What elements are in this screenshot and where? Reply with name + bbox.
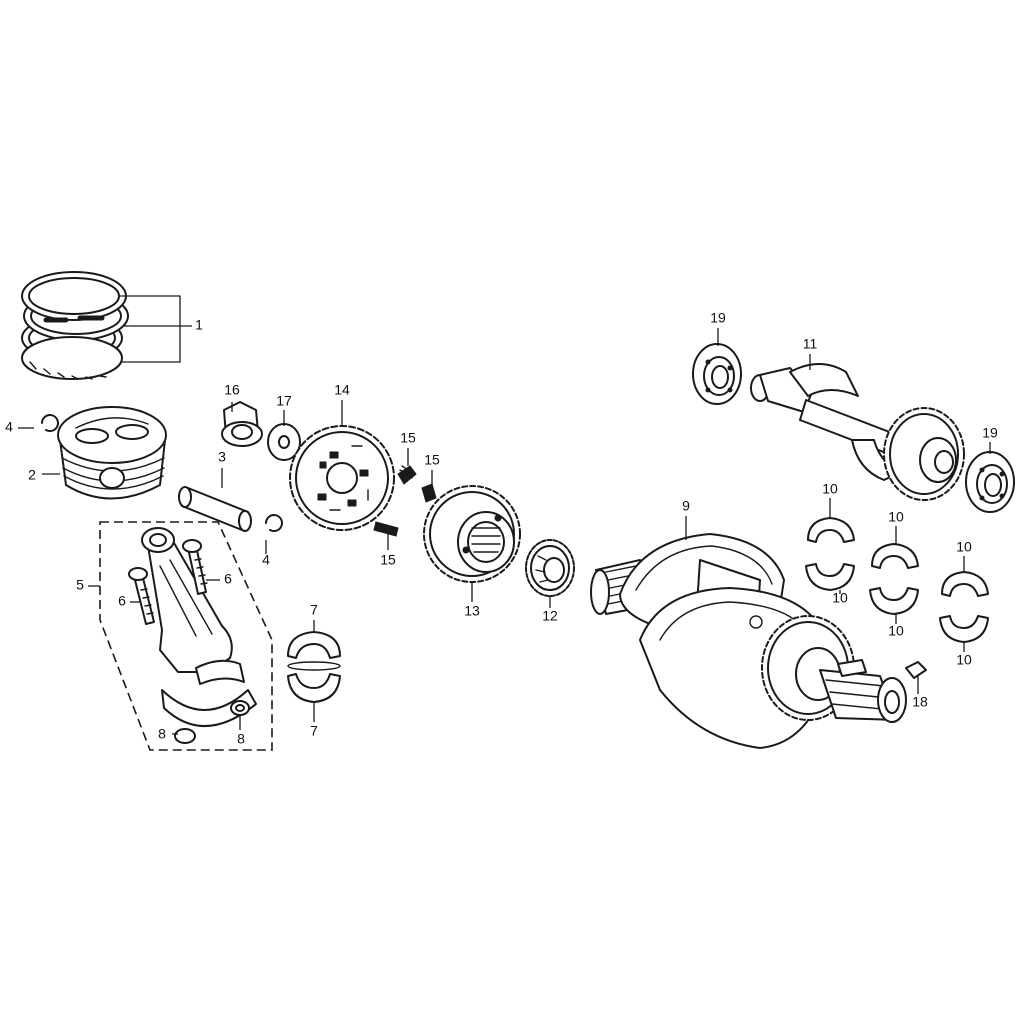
callout-drive-gear: 12	[542, 608, 558, 624]
washer	[267, 423, 301, 461]
piston-ring-set	[21, 271, 129, 380]
callout-numbers: 1 2 3 4 4 5 6 6 7 7 8 8 9 10 10 10 10 10…	[5, 310, 998, 747]
connecting-rod-bearing	[287, 631, 341, 703]
callout-main-journal-bearing-b-upper: 10	[888, 509, 904, 525]
callout-connecting-rod-nut-left: 8	[158, 726, 166, 742]
callout-piston-ring-set: 1	[195, 317, 203, 333]
callout-connecting-rod-bearing-upper: 7	[310, 602, 318, 618]
callout-piston-pin-clip-lower: 4	[262, 552, 270, 568]
cam-chain-sprocket	[289, 425, 395, 531]
callout-main-journal-bearing-a-upper: 10	[822, 481, 838, 497]
damper-spring-c	[373, 521, 399, 537]
radial-ball-bearing-lower	[965, 451, 1015, 513]
callout-main-journal-bearing-c-lower: 10	[956, 652, 972, 668]
callout-damper-spring-a: 15	[400, 430, 416, 446]
balancer-shaft	[750, 363, 965, 501]
callout-washer: 17	[276, 393, 292, 409]
callout-connecting-rod-bolt-right: 6	[224, 571, 232, 587]
callout-woodruff-key: 18	[912, 694, 928, 710]
callout-flange-nut: 16	[224, 382, 240, 398]
callout-balancer-shaft: 11	[803, 336, 818, 352]
piston-pin-clip-lower	[265, 514, 283, 533]
main-journal-bearing-pair-a	[805, 517, 855, 591]
flange-nut	[221, 401, 263, 447]
piston	[57, 406, 167, 500]
callout-main-journal-bearing-c-upper: 10	[956, 539, 972, 555]
callout-radial-ball-bearing-lower: 19	[982, 425, 998, 441]
main-journal-bearing-pair-b	[869, 543, 919, 615]
callout-cam-chain-sprocket: 14	[334, 382, 350, 398]
callout-piston: 2	[28, 467, 36, 483]
callout-piston-pin: 3	[218, 449, 226, 465]
crankshaft	[590, 533, 907, 749]
callout-connecting-rod-nut-right: 8	[237, 731, 245, 747]
callout-connecting-rod-bearing-lower: 7	[310, 723, 318, 739]
callout-crankshaft: 9	[682, 498, 690, 514]
leader-lines	[18, 295, 991, 735]
main-journal-bearing-pair-c	[939, 571, 989, 643]
callout-connecting-rod-assembly: 5	[76, 577, 84, 593]
drive-gear	[525, 539, 575, 597]
callout-damper-spring-c: 15	[380, 552, 396, 568]
radial-ball-bearing-upper	[692, 343, 742, 405]
callout-radial-ball-bearing-upper: 19	[710, 310, 726, 326]
piston-pin-clip-upper	[41, 414, 59, 433]
callout-connecting-rod-bolt-left: 6	[118, 593, 126, 609]
damper-spring-a	[397, 465, 417, 485]
balancer-drive-gear	[423, 485, 521, 583]
connecting-rod-assembly	[99, 521, 273, 751]
callout-damper-spring-b: 15	[424, 452, 440, 468]
damper-spring-b	[421, 483, 437, 503]
callout-balancer-drive-gear: 13	[464, 603, 480, 619]
piston-pin	[178, 486, 252, 532]
callout-piston-pin-clip-upper: 4	[5, 419, 13, 435]
callout-main-journal-bearing-b-lower: 10	[888, 623, 904, 639]
woodruff-key	[905, 661, 927, 679]
callout-main-journal-bearing-a-lower: 10	[832, 590, 848, 606]
